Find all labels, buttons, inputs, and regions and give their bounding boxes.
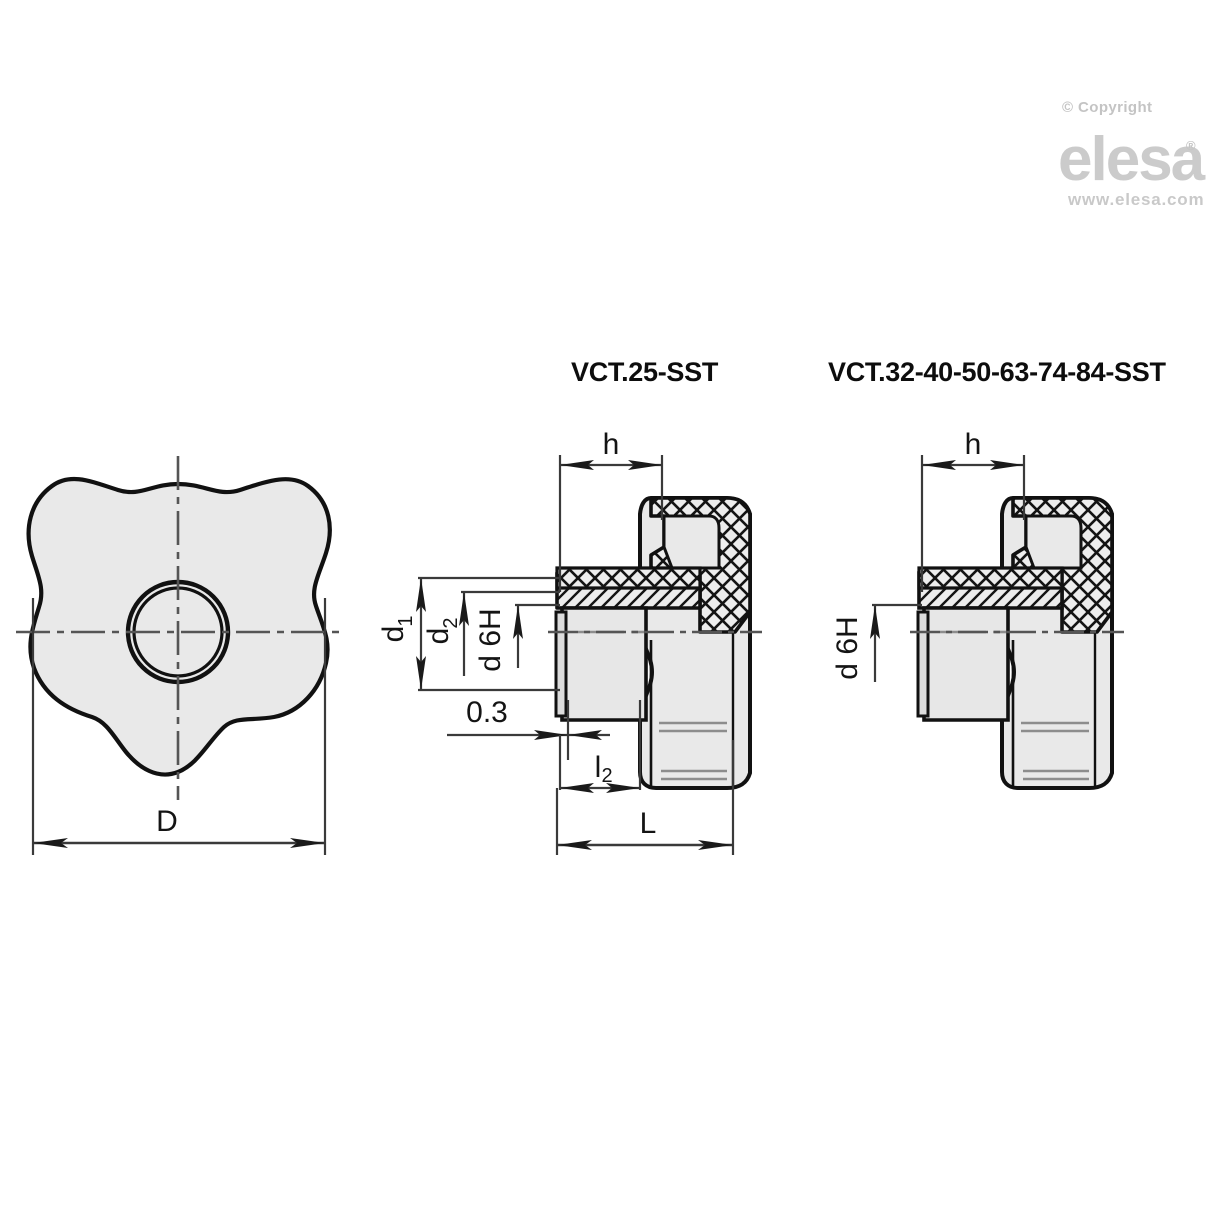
plastic-pocket-large bbox=[1024, 514, 1083, 570]
d-arrow-left-icon bbox=[33, 838, 68, 848]
dim-label-d6h-large: d 6H bbox=[831, 616, 864, 679]
website-url-label: www.elesa.com bbox=[1067, 190, 1204, 209]
bushing-shank-large bbox=[922, 606, 1010, 722]
dim-label-h-large: h bbox=[965, 428, 982, 461]
title-vct-32-84-sst: VCT.32-40-50-63-74-84-SST bbox=[828, 357, 1166, 387]
l2-arrow-right-icon-25 bbox=[606, 783, 640, 793]
bushing-flange-upper-hatch-large bbox=[917, 566, 1064, 590]
d2-arrow-top-icon-25 bbox=[459, 592, 469, 626]
title-vct-25-sst: VCT.25-SST bbox=[571, 357, 719, 387]
dim-label-d1-25: d bbox=[377, 626, 410, 643]
dim-label-d2-subscript-25: 2 bbox=[440, 617, 462, 628]
dim-label-d2-25: d bbox=[422, 628, 455, 645]
h-arrow-left-icon-large bbox=[922, 460, 956, 470]
dim-label-L-25: L bbox=[640, 807, 657, 840]
chamfer-arrow-left-icon-25 bbox=[534, 730, 568, 740]
section-view-vct-25-sst: h d 1 d 2 d 6H bbox=[377, 428, 762, 855]
dim-label-chamfer-25: 0.3 bbox=[466, 696, 508, 729]
section-view-vct-32-84-sst: h d 6H bbox=[831, 428, 1124, 790]
d1-arrow-top-icon-25 bbox=[416, 578, 426, 612]
dim-label-l2-subscript-25: 2 bbox=[601, 765, 612, 787]
dim-label-D: D bbox=[156, 805, 178, 838]
d6h-arrow-top-icon-25 bbox=[513, 605, 523, 639]
plastic-pocket-25 bbox=[662, 514, 721, 570]
dim-label-d1-subscript-25: 1 bbox=[395, 615, 417, 626]
elesa-wordmark: elesa bbox=[1058, 125, 1206, 194]
registered-trademark-icon: ® bbox=[1186, 138, 1196, 153]
d1-arrow-bottom-icon-25 bbox=[416, 656, 426, 690]
L-arrow-right-icon-25 bbox=[698, 840, 733, 850]
h-arrow-right-icon-large bbox=[990, 460, 1024, 470]
dim-label-h-25: h bbox=[603, 428, 620, 461]
h-arrow-left-icon-25 bbox=[560, 460, 594, 470]
d-arrow-right-icon bbox=[290, 838, 325, 848]
d6h-arrow-top-icon-large bbox=[870, 605, 880, 639]
copyright-label: © Copyright bbox=[1062, 99, 1152, 116]
dim-label-l2-25: l bbox=[595, 751, 602, 784]
bushing-flange-upper-hatch-25 bbox=[555, 566, 702, 590]
front-view-star-knob: D bbox=[16, 456, 340, 855]
L-arrow-left-icon-25 bbox=[557, 840, 592, 850]
dim-label-d6h-25: d 6H bbox=[474, 608, 507, 671]
elesa-logo-block: © Copyright elesa ® www.elesa.com bbox=[1058, 99, 1208, 209]
l2-arrow-left-icon-25 bbox=[560, 783, 594, 793]
bushing-end-face-large bbox=[916, 610, 930, 718]
h-arrow-right-icon-25 bbox=[628, 460, 662, 470]
chamfer-arrow-right-icon-25 bbox=[568, 730, 602, 740]
bushing-shank-25 bbox=[560, 606, 648, 722]
bushing-end-face-25 bbox=[554, 610, 568, 718]
